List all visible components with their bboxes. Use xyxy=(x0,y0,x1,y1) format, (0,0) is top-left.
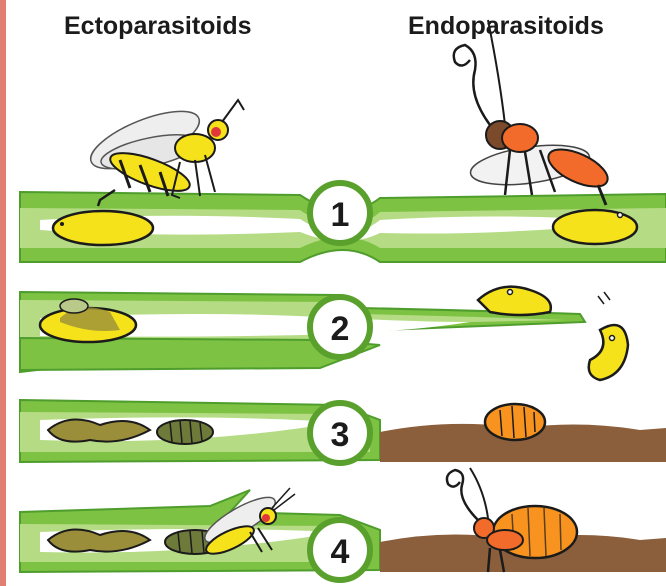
step-badge-4: 4 xyxy=(310,520,370,580)
larva-endo-row-1 xyxy=(553,210,637,244)
pupa-endo-row-3 xyxy=(485,404,545,440)
row-4: 4 xyxy=(20,468,666,580)
wasp-endo-icon xyxy=(454,20,613,205)
row-1: 1 xyxy=(20,20,666,262)
larva-endo-exiting xyxy=(478,287,551,315)
row-2: 2 xyxy=(20,287,628,380)
step-number-2: 2 xyxy=(331,310,350,348)
step-badge-2: 2 xyxy=(310,297,370,357)
step-number-3: 3 xyxy=(331,416,350,454)
step-badge-3: 3 xyxy=(310,403,370,463)
larva-ecto-row-1 xyxy=(53,211,153,245)
row-3: 3 xyxy=(20,400,666,463)
step-number-1: 1 xyxy=(331,196,350,234)
larva-endo-falling xyxy=(589,292,628,380)
step-badge-1: 1 xyxy=(310,183,370,243)
step-number-4: 4 xyxy=(331,533,350,571)
pupa-ecto-row-3 xyxy=(157,420,213,444)
wasp-ecto-icon xyxy=(84,100,244,206)
